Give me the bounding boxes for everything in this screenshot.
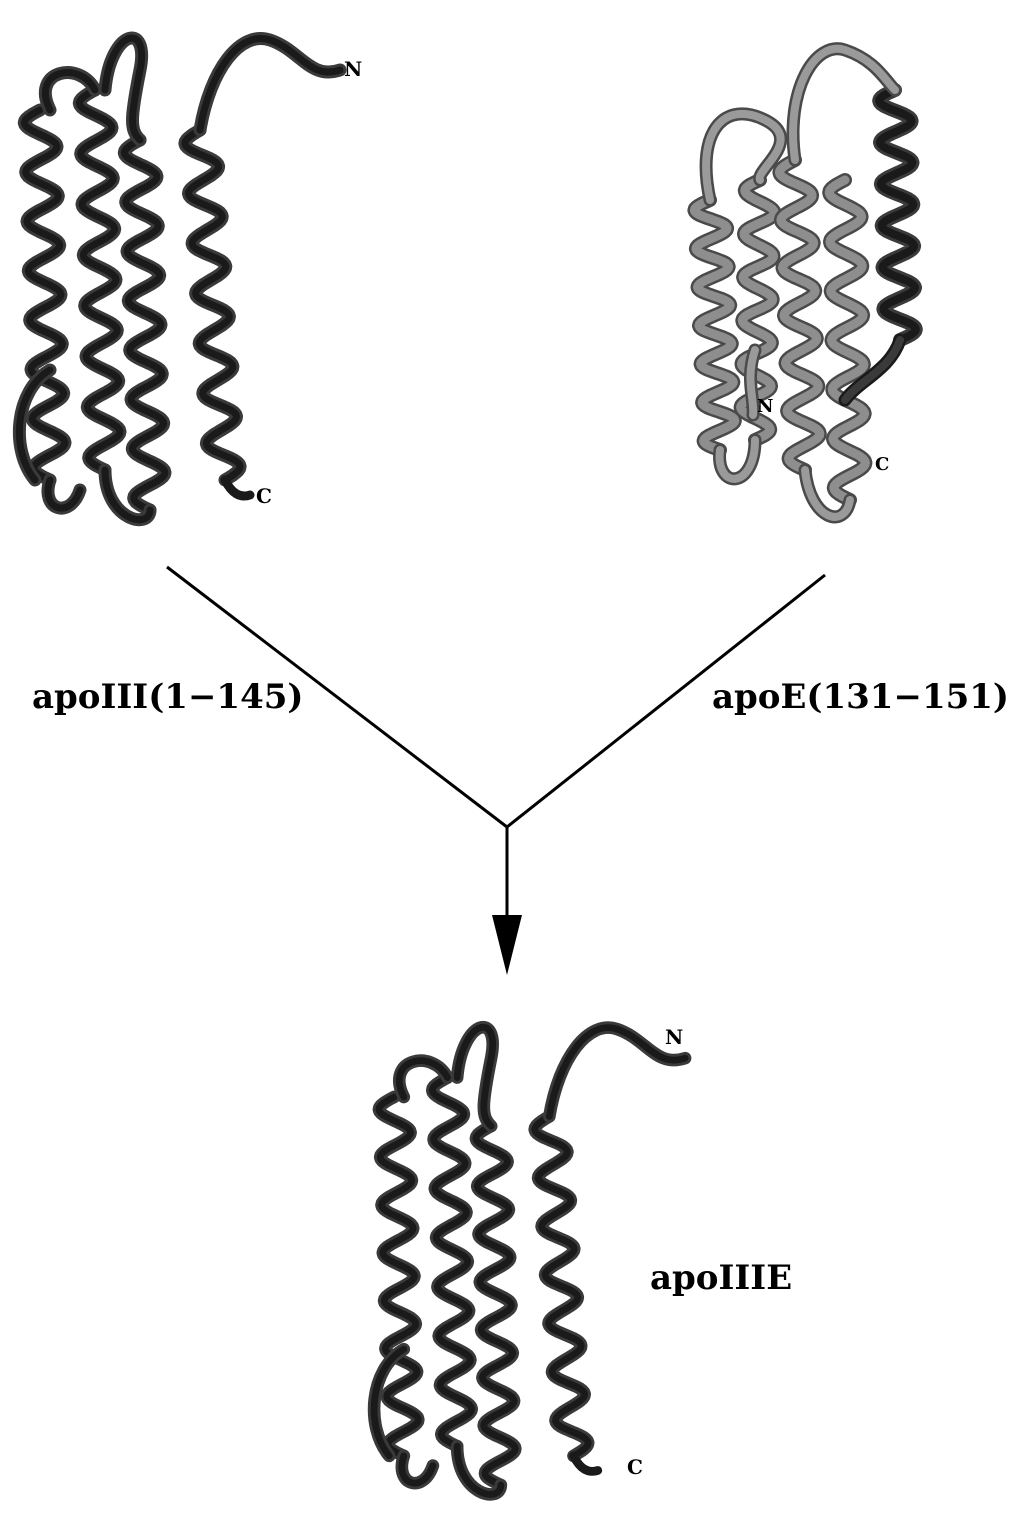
loop-6-core	[750, 350, 755, 415]
down-arrow-head	[492, 915, 522, 975]
apoIII-fragment-label: apoIII(1−145)	[32, 677, 304, 717]
apoE-c-terminus-label: C	[875, 454, 889, 475]
c-tail	[225, 480, 250, 496]
apoIIIE-c-terminus-label: C	[627, 1455, 643, 1479]
apoIIIE-structure-ribbon	[374, 1027, 685, 1494]
c-tail	[574, 1456, 598, 1472]
apoIII-structure-ribbon	[19, 38, 340, 520]
apoE-fragment-label: apoE(131−151)	[712, 677, 1009, 717]
apoIII-n-terminus-label: N	[344, 57, 362, 81]
apoIII-c-terminus-label: C	[256, 484, 272, 508]
apoE-n-terminus-label: N	[757, 396, 773, 417]
loop-6-core	[200, 38, 340, 130]
apoIIIE-n-terminus-label: N	[665, 1025, 683, 1049]
apoIIIE-product-label: apoIIIE	[650, 1258, 792, 1298]
helix-4-core	[185, 130, 240, 480]
loop-6	[200, 38, 340, 130]
helix-4-core	[535, 1116, 589, 1456]
apoE-structure-ribbon	[694, 49, 915, 517]
